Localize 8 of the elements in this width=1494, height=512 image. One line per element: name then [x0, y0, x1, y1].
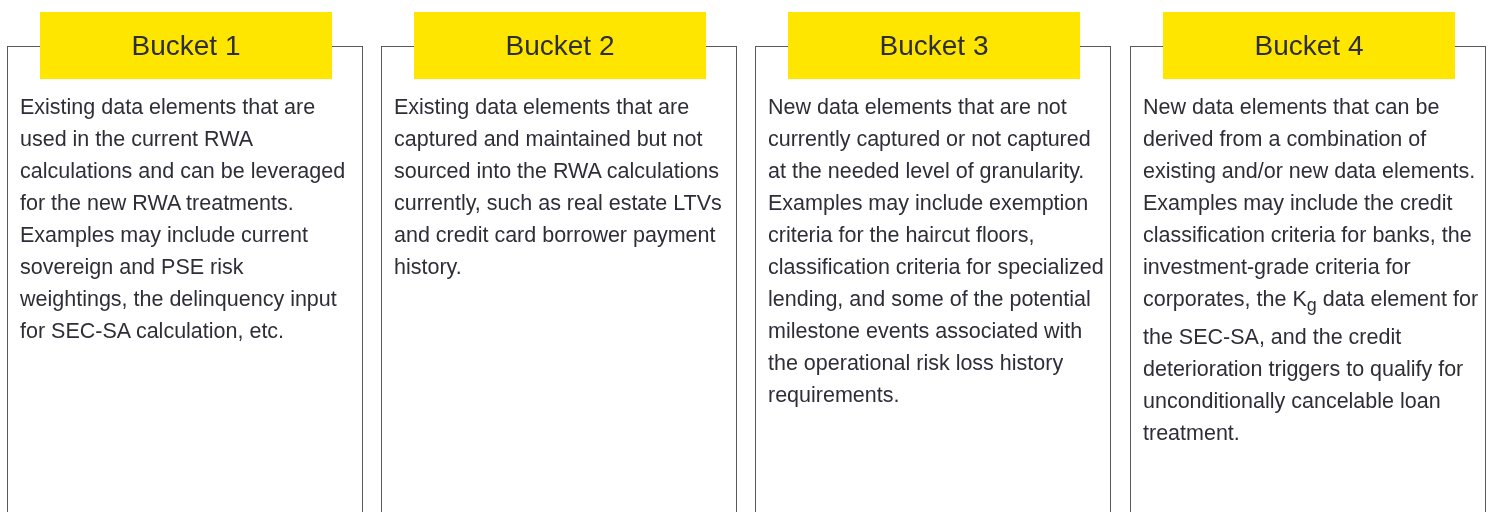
heading-tab: Bucket 3 [788, 12, 1080, 79]
heading-tab: Bucket 2 [414, 12, 706, 79]
body-text: New data elements that are not currently captured or not captured at the needed level of granularity. Examples may include exemption criteria for the haircut floors, classification criteria for specialized lending, and some of the potential milestone events associated with the operational risk loss history requirements. [768, 94, 1104, 409]
body-text: New data elements that can be derived from a combination of existing and/or new data elements. Examples may include the credit classification criteria for banks, the investment-grade criteria for corporates, the K$_{g}$ data element for the SEC-SA, and the credit deterioration triggers to qualify for unconditionally cancelable loan treatment. [1143, 94, 1479, 448]
body-text: Existing data elements that are captured and maintained but not sourced into the RWA calculations currently, such as real estate LTVs and credit card borrower payment history. [394, 94, 723, 281]
body-text: Existing data elements that are used in the current RWA calculations and can be leveraged for the new RWA treatments. Examples may include current sovereign and PSE risk weightings, the delinquency input for SEC-SA calculation, etc. [20, 94, 347, 345]
heading-tab: Bucket 1 [40, 12, 332, 79]
heading-tab: Bucket 4 [1163, 12, 1455, 79]
